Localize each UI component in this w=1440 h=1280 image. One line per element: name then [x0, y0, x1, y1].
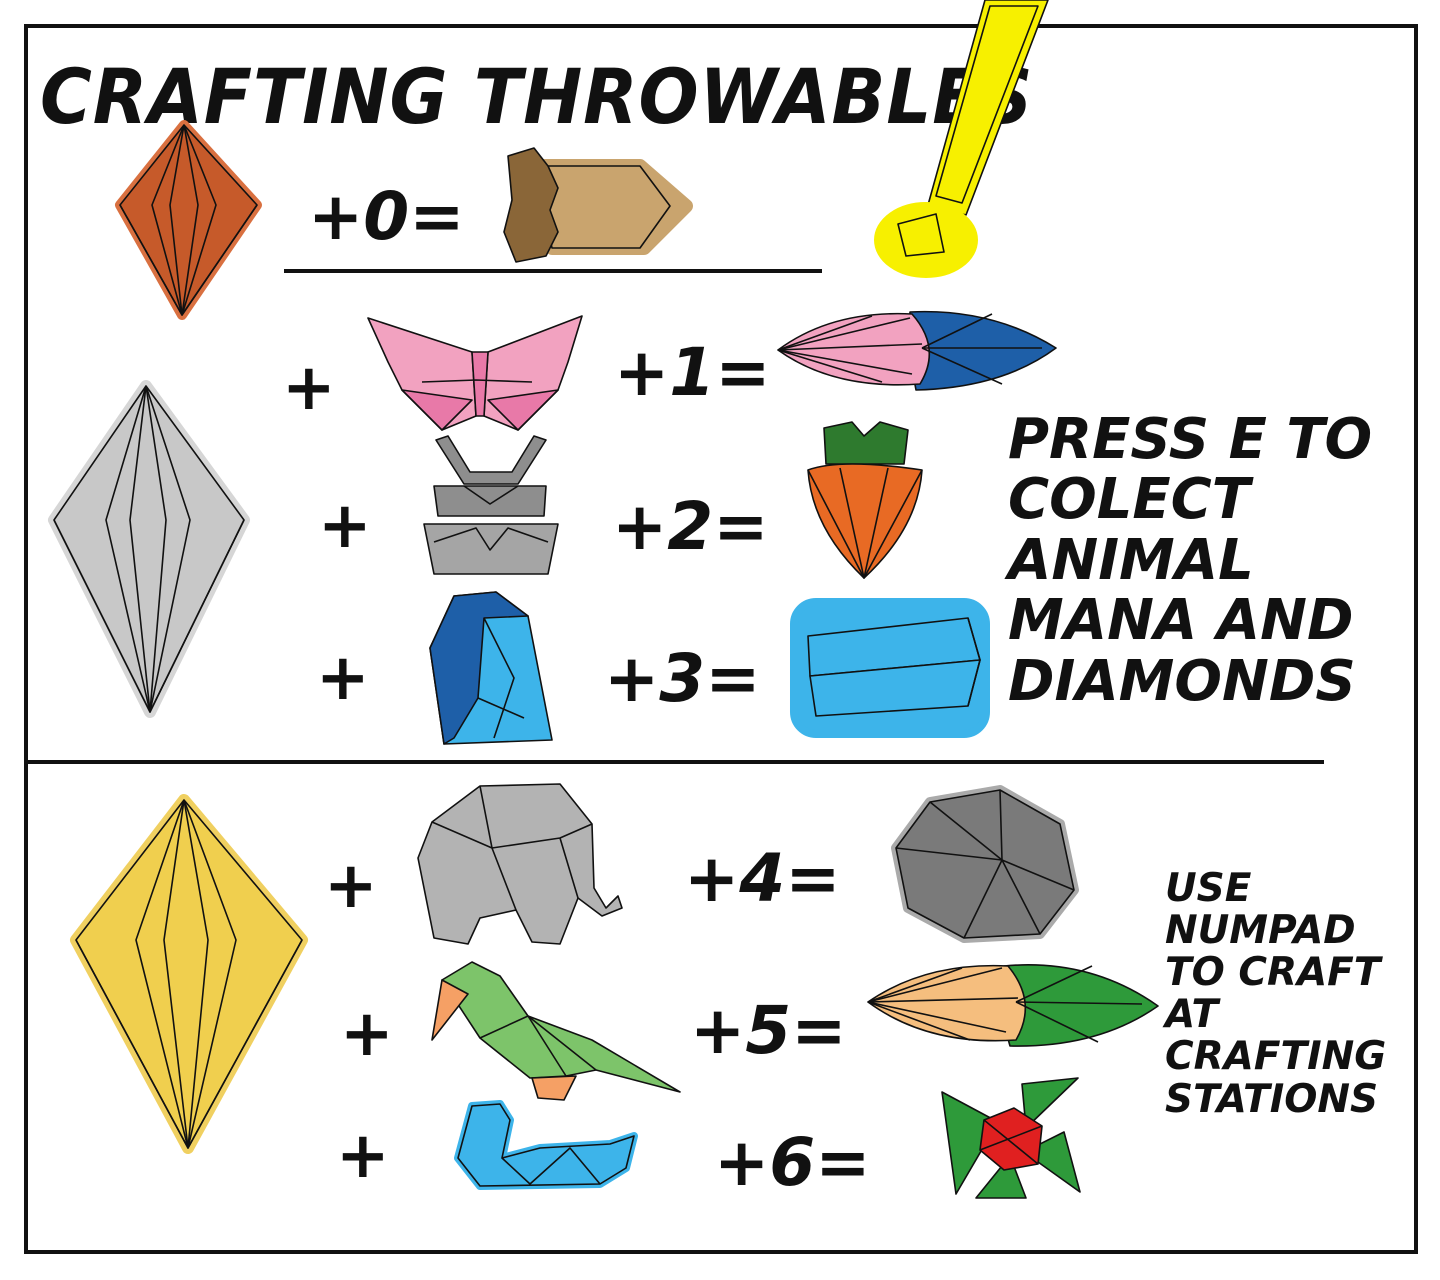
divider-tier-1: [24, 760, 1324, 764]
craft-line: NUMPAD: [1165, 908, 1356, 954]
craft-line: USE: [1165, 866, 1252, 911]
formula-0: +0=: [308, 178, 465, 255]
page-title: CRAFTING THROWABLES: [40, 52, 1034, 141]
craft-line: TO CRAFT: [1165, 950, 1381, 996]
pink-blue-feather-icon: [777, 310, 1057, 391]
formula-4: +4=: [684, 840, 841, 917]
divider-tier-0: [284, 269, 822, 273]
craft-instructions: USE NUMPAD TO CRAFT AT CRAFTING STATIONS: [1165, 866, 1387, 1122]
collect-line: PRESS E TO: [1008, 407, 1373, 472]
collect-instructions: PRESS E TO COLECT ANIMAL MANA AND DIAMON…: [1008, 407, 1373, 714]
wooden-bullet-icon: [503, 147, 693, 263]
parrot-origami-icon: [431, 961, 681, 1101]
carrot-icon: [807, 421, 923, 579]
collect-line: COLECT: [1008, 467, 1250, 533]
plus-sign: +: [316, 641, 370, 715]
ice-block-icon: [790, 598, 990, 738]
bronze-crystal-icon: [115, 120, 262, 320]
plus-sign: +: [282, 351, 336, 425]
boulder-icon: [891, 785, 1079, 943]
plus-sign: +: [340, 997, 394, 1071]
pinwheel-icon: [941, 1077, 1081, 1199]
formula-2: +2=: [612, 488, 769, 565]
rabbit-origami-icon: [423, 435, 559, 575]
plus-sign: +: [318, 489, 372, 563]
formula-6: +6=: [714, 1124, 871, 1201]
exclamation-alert-icon: [874, 0, 1049, 278]
recipe-panel-frame: [24, 24, 1418, 1254]
formula-5: +5=: [690, 992, 847, 1069]
butterfly-origami-icon: [367, 315, 583, 431]
silver-crystal-icon: [48, 380, 250, 718]
collect-line: DIAMONDS: [1008, 648, 1356, 714]
peach-green-feather-icon: [867, 964, 1159, 1047]
penguin-origami-icon: [429, 591, 553, 745]
plus-sign: +: [336, 1119, 390, 1193]
gold-crystal-icon: [70, 794, 308, 1154]
elephant-origami-icon: [417, 783, 623, 945]
formula-1: +1=: [614, 334, 771, 411]
plus-sign: +: [324, 849, 378, 923]
formula-3: +3=: [604, 640, 761, 717]
craft-line: CRAFTING: [1165, 1034, 1387, 1080]
swan-origami-icon: [454, 1100, 638, 1190]
craft-line: AT: [1165, 992, 1219, 1038]
craft-line: STATIONS: [1165, 1076, 1379, 1122]
collect-line: ANIMAL: [1008, 527, 1254, 593]
collect-line: MANA AND: [1008, 588, 1354, 654]
